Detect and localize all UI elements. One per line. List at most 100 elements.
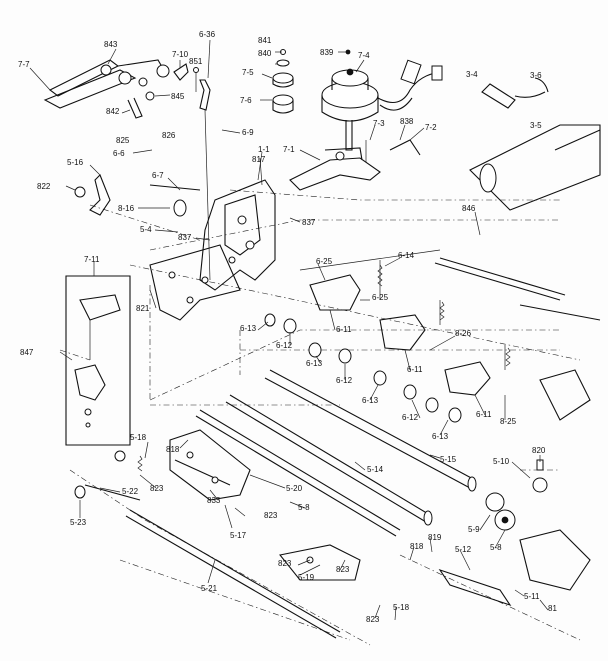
arm-6-36: [199, 79, 211, 281]
label-7-7: 7-7: [18, 60, 30, 69]
label-7-4: 7-4: [358, 51, 370, 60]
label-6-25: 6-25: [316, 257, 333, 266]
label-6-14: 6-14: [398, 251, 415, 260]
label-6-13: 6-13: [240, 324, 257, 333]
label-5-23: 5-23: [70, 518, 87, 527]
label-6-13-b: 6-13: [306, 359, 323, 368]
bottom-shafts: [74, 450, 341, 639]
label-837: 837: [302, 218, 316, 227]
label-5-21: 5-21: [201, 584, 218, 593]
label-843: 843: [104, 40, 118, 49]
label-6-13-c: 6-13: [362, 396, 379, 405]
side-frame-1-1: [149, 179, 276, 321]
label-5-9: 5-9: [468, 525, 480, 534]
label-5-15: 5-15: [440, 455, 457, 464]
label-3-4: 3-4: [466, 70, 478, 79]
label-5-22: 5-22: [122, 487, 139, 496]
clip-parts: [173, 63, 199, 92]
label-6-13-d: 6-13: [432, 432, 449, 441]
label-821: 821: [136, 304, 150, 313]
label-7-2: 7-2: [425, 123, 437, 132]
label-8-25: 8-25: [500, 417, 517, 426]
part-labels: 843 7-7 7-10 851 6-36 841 840 7-5 7-6 83…: [18, 30, 557, 624]
label-819: 819: [428, 533, 442, 542]
label-5-10: 5-10: [493, 457, 510, 466]
lever-assembly-7-7: [43, 59, 170, 119]
label-5-14: 5-14: [367, 465, 384, 474]
label-5-19: 5-19: [298, 573, 315, 582]
label-823: 823: [150, 484, 164, 493]
right-lower-parts: [438, 369, 591, 607]
label-825: 825: [116, 136, 130, 145]
label-6-12-b: 6-12: [336, 376, 353, 385]
label-845: 845: [171, 92, 185, 101]
label-823-d: 823: [336, 565, 350, 574]
label-5-17: 5-17: [230, 531, 247, 540]
label-837-b: 837: [178, 233, 192, 242]
label-847: 847: [20, 348, 34, 357]
label-818-b: 818: [410, 542, 424, 551]
label-823-b: 823: [264, 511, 278, 520]
label-8-26: 8-26: [455, 329, 472, 338]
label-818: 818: [166, 445, 180, 454]
label-5-11: 5-11: [524, 592, 540, 601]
bracket-7-1: [289, 139, 421, 191]
label-3-5: 3-5: [530, 121, 542, 130]
motor-7-4: [321, 59, 443, 151]
label-5-12: 5-12: [455, 545, 472, 554]
label-5-8-b: 5-8: [490, 543, 502, 552]
label-817: 817: [252, 155, 266, 164]
label-6-9: 6-9: [242, 128, 254, 137]
leader-lines: [29, 39, 549, 621]
inset-box-7-11: [65, 275, 131, 446]
label-5-18-b: 5-18: [393, 603, 410, 612]
label-5-16: 5-16: [67, 158, 84, 167]
carriage-assemblies: [299, 249, 506, 396]
label-839: 839: [320, 48, 334, 57]
lower-plate: [169, 429, 361, 581]
label-840: 840: [258, 49, 272, 58]
pulley-stack: [272, 49, 351, 114]
label-5-20: 5-20: [286, 484, 303, 493]
label-7-10: 7-10: [172, 50, 189, 59]
roller-3-series: [469, 77, 601, 211]
label-6-12: 6-12: [276, 341, 293, 350]
label-6-36: 6-36: [199, 30, 216, 39]
label-826: 826: [162, 131, 176, 140]
label-6-11-b: 6-11: [407, 365, 423, 374]
label-842: 842: [106, 107, 120, 116]
label-6-7: 6-7: [152, 171, 164, 180]
label-833: 833: [207, 496, 221, 505]
label-81: 81: [548, 604, 557, 613]
label-5-4: 5-4: [140, 225, 152, 234]
label-6-25-b: 6-25: [372, 293, 389, 302]
washers-and-rollers: [264, 313, 462, 423]
label-7-5: 7-5: [242, 68, 254, 77]
label-6-11-c: 6-11: [476, 410, 492, 419]
label-5-18: 5-18: [130, 433, 147, 442]
label-6-12-c: 6-12: [402, 413, 419, 422]
springs: [137, 264, 511, 472]
label-823-c: 823: [278, 559, 292, 568]
label-823-e: 823: [366, 615, 380, 624]
label-1-1: 1-1: [258, 145, 270, 154]
label-6-6: 6-6: [113, 149, 125, 158]
label-5-8: 5-8: [298, 503, 310, 512]
arm-5-16: [74, 174, 201, 217]
label-838: 838: [400, 117, 414, 126]
label-7-3: 7-3: [373, 119, 385, 128]
label-8-16: 8-16: [118, 204, 135, 213]
label-822: 822: [37, 182, 51, 191]
label-846: 846: [462, 204, 476, 213]
label-3-6: 3-6: [530, 71, 542, 80]
label-7-6: 7-6: [240, 96, 252, 105]
label-6-11: 6-11: [336, 325, 352, 334]
label-841: 841: [258, 36, 272, 45]
label-851: 851: [189, 57, 203, 66]
long-shafts: [195, 257, 601, 537]
label-7-1: 7-1: [283, 145, 295, 154]
label-7-11: 7-11: [84, 255, 100, 264]
label-820: 820: [532, 446, 546, 455]
